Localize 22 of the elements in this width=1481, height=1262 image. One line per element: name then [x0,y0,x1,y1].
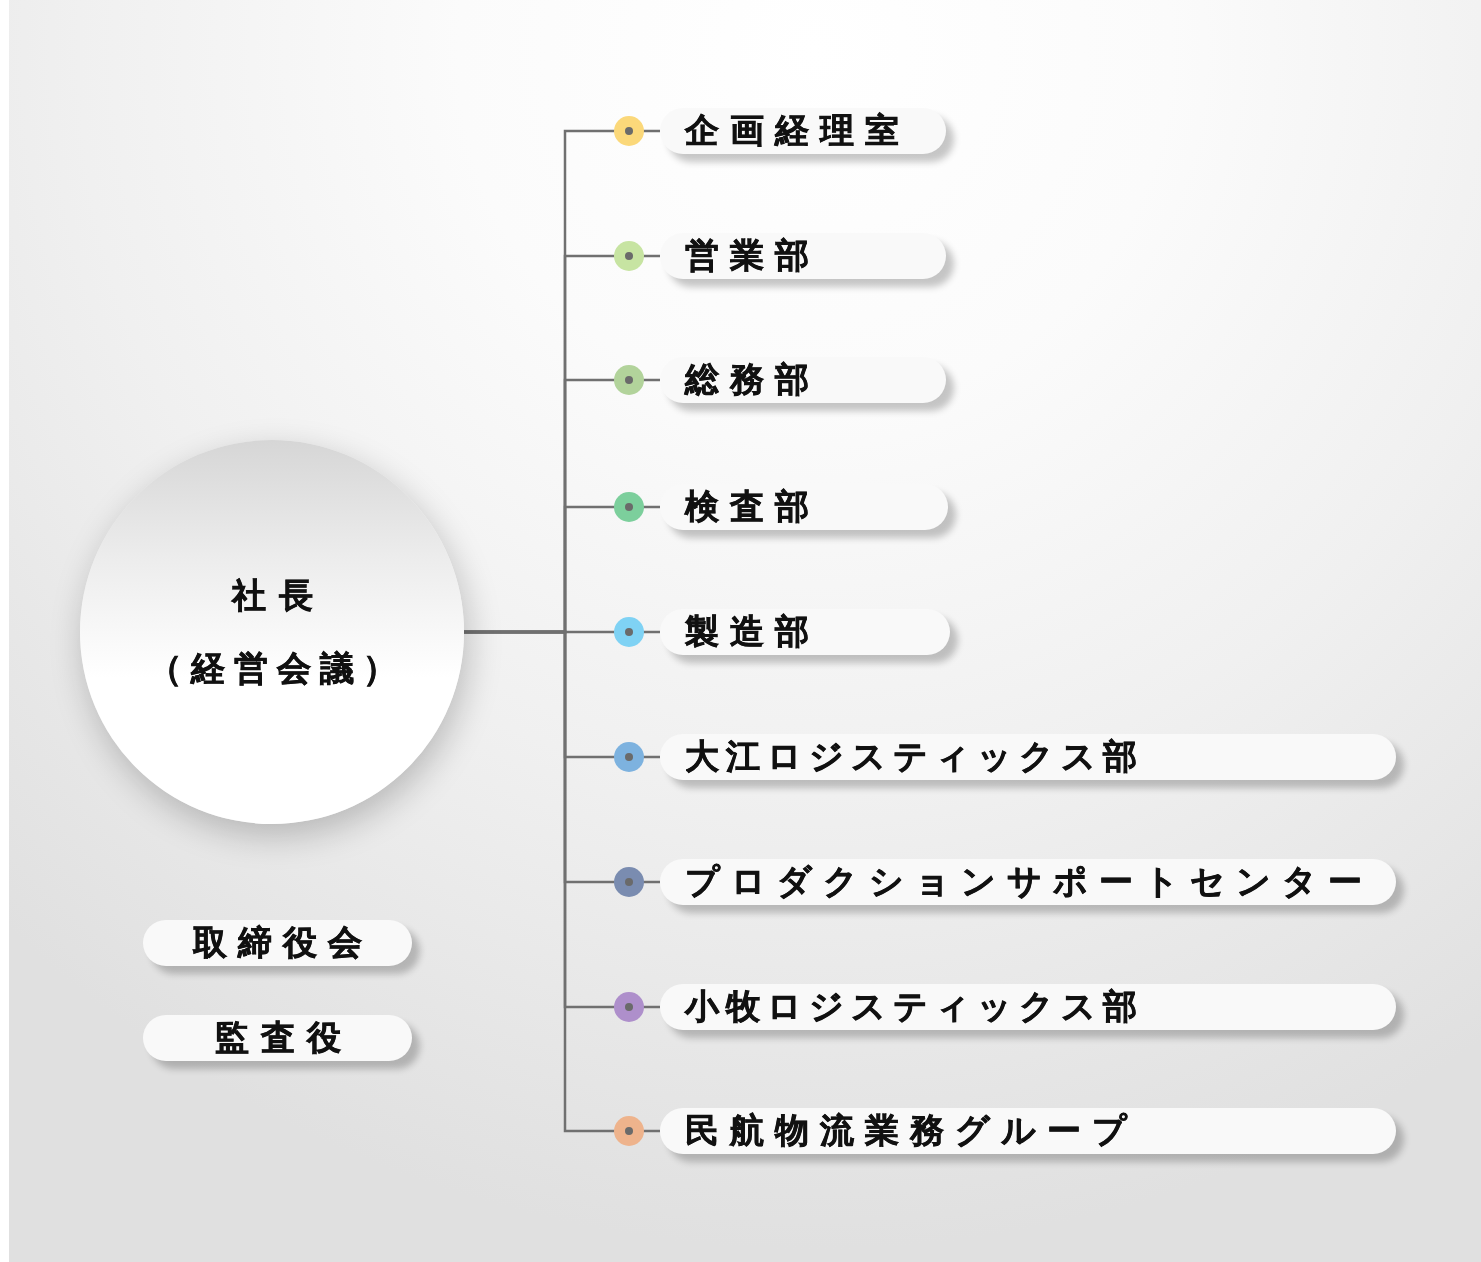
node-label: 総務部 [685,360,820,400]
rounded-label-pill [660,1108,1396,1154]
node-label: 小牧ロジスティックス部 [685,987,1144,1027]
rounded-label-pill [660,984,1396,1030]
node-label: 企画経理室 [685,111,910,151]
node-label: 製造部 [685,612,820,652]
node-label: プロダクションサポートセンター [685,862,1373,902]
rounded-label-pill [660,108,946,154]
node-label: 取締役会 [193,923,373,963]
rounded-label-pill [660,859,1396,905]
node-label: 大江ロジスティックス部 [685,737,1144,777]
node-label: 営業部 [685,236,820,276]
node-label: 監査役 [214,1018,353,1058]
rounded-label-pill [143,920,412,966]
rounded-label-pill [660,609,950,655]
rounded-label-pill [660,734,1396,780]
node-label: 民航物流業務グループ [685,1111,1138,1151]
node-label: 検査部 [685,487,820,527]
rounded-label-pill [660,233,946,279]
node-subtitle: （経営会議） [147,649,406,689]
rounded-label-pill [143,1015,412,1061]
node-title: 社長 [231,575,326,615]
